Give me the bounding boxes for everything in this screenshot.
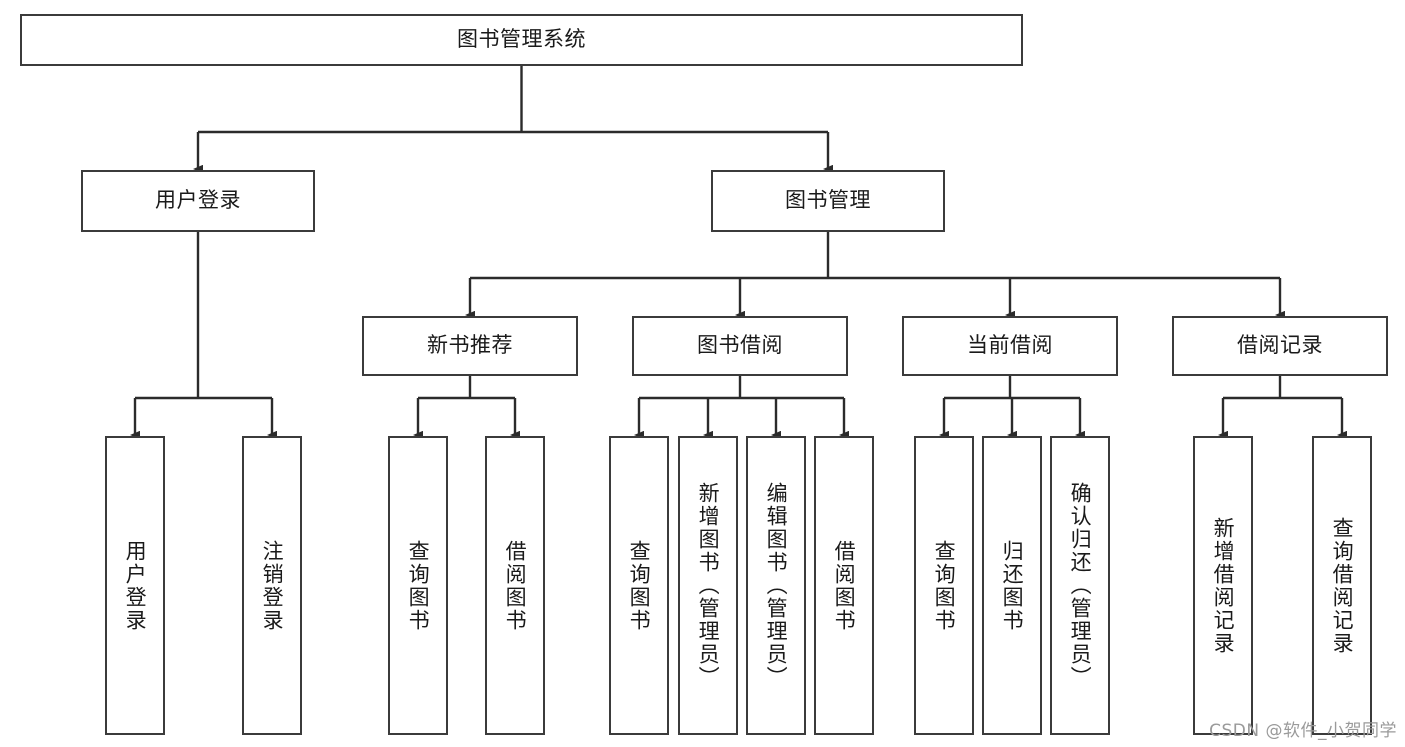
node-leaf-user-login[interactable]: 用户登录 [105, 436, 165, 735]
node-leaf-return-book[interactable]: 归还图书 [982, 436, 1042, 735]
node-label: 查询图书 [932, 539, 957, 632]
node-label: 查询借阅记录 [1330, 516, 1355, 655]
node-label: 图书借阅 [697, 333, 783, 358]
node-current-borrow[interactable]: 当前借阅 [902, 316, 1118, 376]
node-user-login[interactable]: 用户登录 [81, 170, 315, 232]
node-label: 当前借阅 [967, 333, 1053, 358]
node-leaf-query-book-2[interactable]: 查询图书 [609, 436, 669, 735]
node-label: 归还图书 [1000, 539, 1025, 632]
node-leaf-borrow-book-2[interactable]: 借阅图书 [814, 436, 874, 735]
node-label: 确认归还（管理员） [1068, 482, 1093, 689]
node-label: 查询图书 [627, 539, 652, 632]
node-leaf-query-book-3[interactable]: 查询图书 [914, 436, 974, 735]
node-label: 图书管理 [785, 188, 871, 213]
node-label: 新增图书（管理员） [696, 482, 721, 689]
node-leaf-edit-book[interactable]: 编辑图书（管理员） [746, 436, 806, 735]
node-leaf-query-record[interactable]: 查询借阅记录 [1312, 436, 1372, 735]
node-label: 用户登录 [123, 539, 148, 632]
node-label: 借阅记录 [1237, 333, 1323, 358]
node-label: 借阅图书 [503, 539, 528, 632]
node-label: 编辑图书（管理员） [764, 482, 789, 689]
node-leaf-logout[interactable]: 注销登录 [242, 436, 302, 735]
node-new-book-rec[interactable]: 新书推荐 [362, 316, 578, 376]
node-leaf-add-book[interactable]: 新增图书（管理员） [678, 436, 738, 735]
node-leaf-query-book-1[interactable]: 查询图书 [388, 436, 448, 735]
node-label: 图书管理系统 [457, 27, 586, 52]
node-book-borrow[interactable]: 图书借阅 [632, 316, 848, 376]
node-label: 新增借阅记录 [1211, 516, 1236, 655]
node-book-manage[interactable]: 图书管理 [711, 170, 945, 232]
node-label: 查询图书 [406, 539, 431, 632]
node-leaf-add-record[interactable]: 新增借阅记录 [1193, 436, 1253, 735]
node-label: 用户登录 [155, 188, 241, 213]
node-label: 注销登录 [260, 539, 285, 632]
node-leaf-confirm-return[interactable]: 确认归还（管理员） [1050, 436, 1110, 735]
node-borrow-record[interactable]: 借阅记录 [1172, 316, 1388, 376]
node-label: 借阅图书 [832, 539, 857, 632]
node-label: 新书推荐 [427, 333, 513, 358]
node-root[interactable]: 图书管理系统 [20, 14, 1023, 66]
node-leaf-borrow-book-1[interactable]: 借阅图书 [485, 436, 545, 735]
